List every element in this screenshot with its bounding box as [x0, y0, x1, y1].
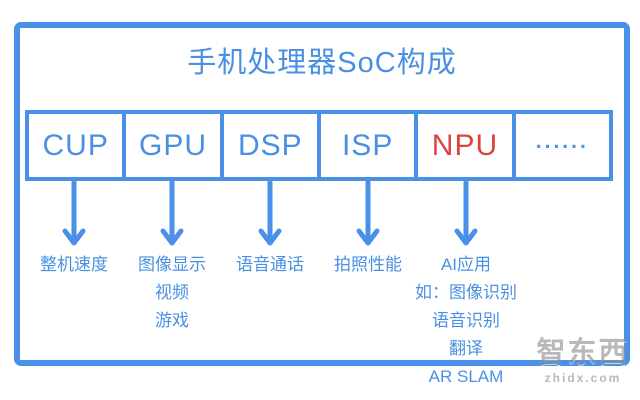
watermark-logo-text: 智东西: [536, 337, 630, 369]
soc-block-row: CUP GPU DSP ISP NPU......: [25, 110, 613, 181]
function-label-line: 视频: [155, 283, 189, 302]
soc-block-cup: CUP: [29, 114, 127, 177]
soc-block-label-dsp: DSP: [237, 128, 303, 162]
function-label-cup: 整机速度: [0, 251, 169, 279]
function-label-isp: 拍照性能: [273, 251, 463, 279]
soc-block-label-more: ......: [535, 129, 589, 153]
function-label-line: AR SLAM: [428, 367, 504, 386]
function-label-line: 整机速度: [40, 255, 108, 274]
function-label-dsp: 语音通话: [175, 251, 365, 279]
soc-outer-box: [14, 22, 630, 366]
soc-block-more: ......: [516, 114, 609, 177]
soc-block-label-cup: CUP: [42, 128, 109, 162]
soc-block-dsp: DSP: [224, 114, 321, 177]
soc-block-label-isp: ISP: [341, 128, 394, 162]
function-label-line: 翻译: [449, 339, 483, 358]
function-label-line: 拍照性能: [334, 255, 402, 274]
function-label-line: 游戏: [155, 311, 189, 330]
soc-block-label-npu: NPU: [431, 128, 499, 162]
function-label-npu: AI应用如：图像识别语音识别翻译 AR SLAM: [371, 251, 561, 391]
watermark: 智东西 zhidx.com: [527, 335, 639, 385]
soc-block-isp: ISP: [321, 114, 419, 177]
function-label-line: 如：图像识别: [415, 283, 517, 302]
function-label-line: 图像显示: [138, 255, 206, 274]
function-label-line: AI应用: [440, 255, 492, 274]
soc-block-label-gpu: GPU: [138, 128, 207, 162]
function-label-line: 语音通话: [236, 255, 304, 274]
diagram-title: 手机处理器SoC构成: [187, 47, 457, 79]
function-label-line: 语音识别: [432, 311, 500, 330]
soc-block-gpu: GPU: [126, 114, 224, 177]
soc-block-npu: NPU: [418, 114, 516, 177]
function-label-gpu: 图像显示视频游戏: [77, 251, 267, 335]
watermark-site-text: zhidx.com: [544, 371, 622, 385]
